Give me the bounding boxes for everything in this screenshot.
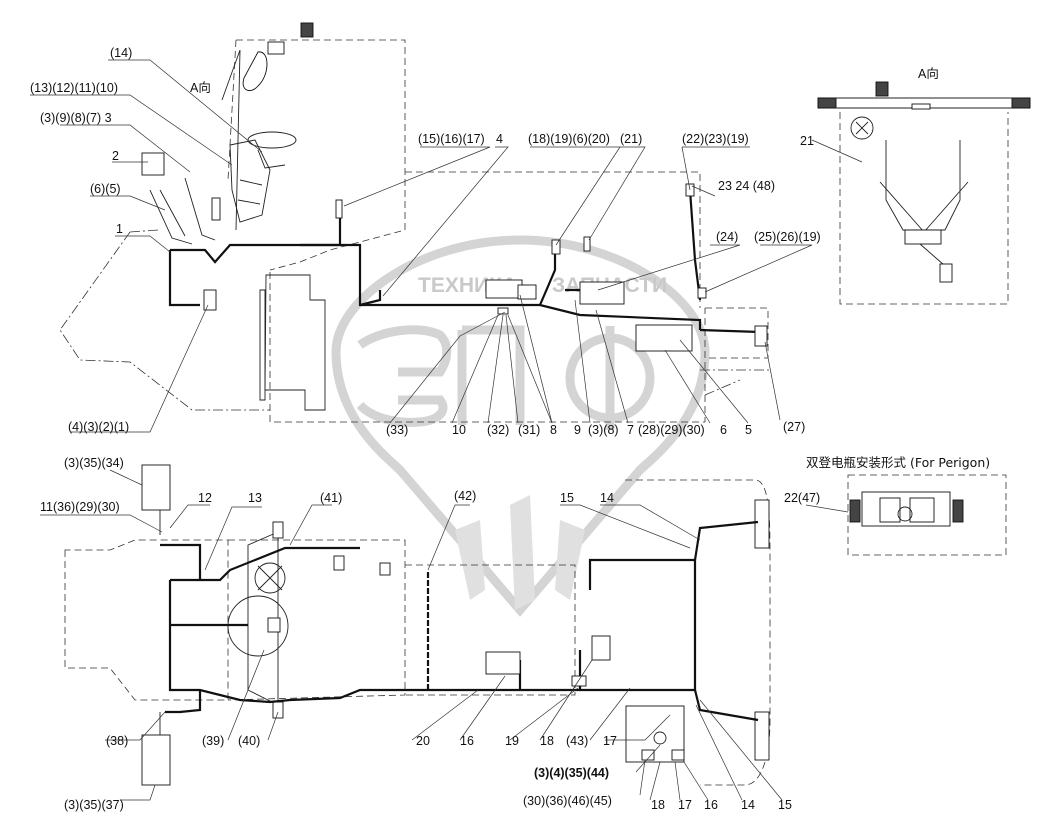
battery-inset [847, 474, 1007, 556]
callout-label: 2 [112, 149, 119, 163]
callout-label: 13 [248, 491, 262, 505]
side-view [59, 22, 770, 423]
callout-label: 10 [452, 423, 466, 437]
callout-label: 21 [800, 134, 814, 148]
callout-label: (42) [454, 489, 476, 503]
callout-label: 14 [741, 798, 755, 812]
callout-label: 18 [651, 798, 665, 812]
callout-label: 6 [720, 423, 727, 437]
callout-label: 20 [416, 734, 430, 748]
callout-label: (18)(19)(6)(20) [528, 132, 610, 146]
callout-label: 4 [496, 132, 503, 146]
callout-label: (39) [202, 734, 224, 748]
callout-label: (24) [716, 230, 738, 244]
callout-label: (13)(12)(11)(10) [30, 81, 118, 95]
plan-view [64, 464, 771, 786]
callout-label: (4)(3)(2)(1) [68, 420, 129, 434]
callout-label: 17 [678, 798, 692, 812]
callout-label: (25)(26)(19) [754, 230, 821, 244]
callout-label: (22)(23)(19) [682, 132, 749, 146]
callout-label: (3)(35)(37) [64, 798, 124, 812]
callout-label: 15 [560, 491, 574, 505]
callout-label: 17 [603, 734, 617, 748]
callout-label: (38) [106, 734, 128, 748]
callout-label: (33) [386, 423, 408, 437]
callout-label: 18 [540, 734, 554, 748]
callout-label: (3)(8) [588, 423, 619, 437]
callout-label: 7 [627, 423, 634, 437]
callout-label: 19 [505, 734, 519, 748]
callouts-bottom: (3)(35)(34) 11(36)(29)(30) 12 13 (41) (4… [40, 456, 820, 812]
callout-label: (6)(5) [90, 182, 121, 196]
callout-label: 1 [116, 222, 123, 236]
callout-label: (14) [110, 46, 132, 60]
a-view-inset [817, 81, 1031, 305]
battery-caption: 双登电瓶安装形式 (For Perigon) [806, 455, 990, 470]
callout-label: 16 [704, 798, 718, 812]
callout-label: 15 [778, 798, 792, 812]
callout-label: 22(47) [784, 491, 820, 505]
callout-label: 9 [574, 423, 581, 437]
leader-lines [30, 59, 863, 801]
callout-label: (3)(4)(35)(44) [534, 766, 609, 780]
callout-label: (40) [238, 734, 260, 748]
callout-label: (3)(35)(34) [64, 456, 124, 470]
callout-label: (28)(29)(30) [638, 423, 705, 437]
view-a-inset-label: A向 [918, 66, 939, 81]
callout-label: 23 24 (48) [718, 179, 775, 193]
callout-label: (3)(9)(8)(7) 3 [40, 111, 112, 125]
callout-label: 12 [198, 491, 212, 505]
callout-label: 11(36)(29)(30) [40, 500, 120, 514]
callout-label: (21) [620, 132, 642, 146]
callout-label: (27) [783, 420, 805, 434]
callout-label: 16 [460, 734, 474, 748]
callout-label: 5 [745, 423, 752, 437]
callout-label: (31) [518, 423, 540, 437]
callout-label: 8 [550, 423, 557, 437]
callout-label: (41) [320, 491, 342, 505]
view-a-label: A向 [190, 80, 211, 95]
callout-label: 14 [600, 491, 614, 505]
callout-label: (32) [487, 423, 509, 437]
callout-label: (15)(16)(17) [418, 132, 485, 146]
callout-label: (43) [566, 734, 588, 748]
callout-label: (30)(36)(46)(45) [523, 794, 612, 808]
callouts-top: (14) (13)(12)(11)(10) (3)(9)(8)(7) 3 2 (… [30, 46, 821, 437]
